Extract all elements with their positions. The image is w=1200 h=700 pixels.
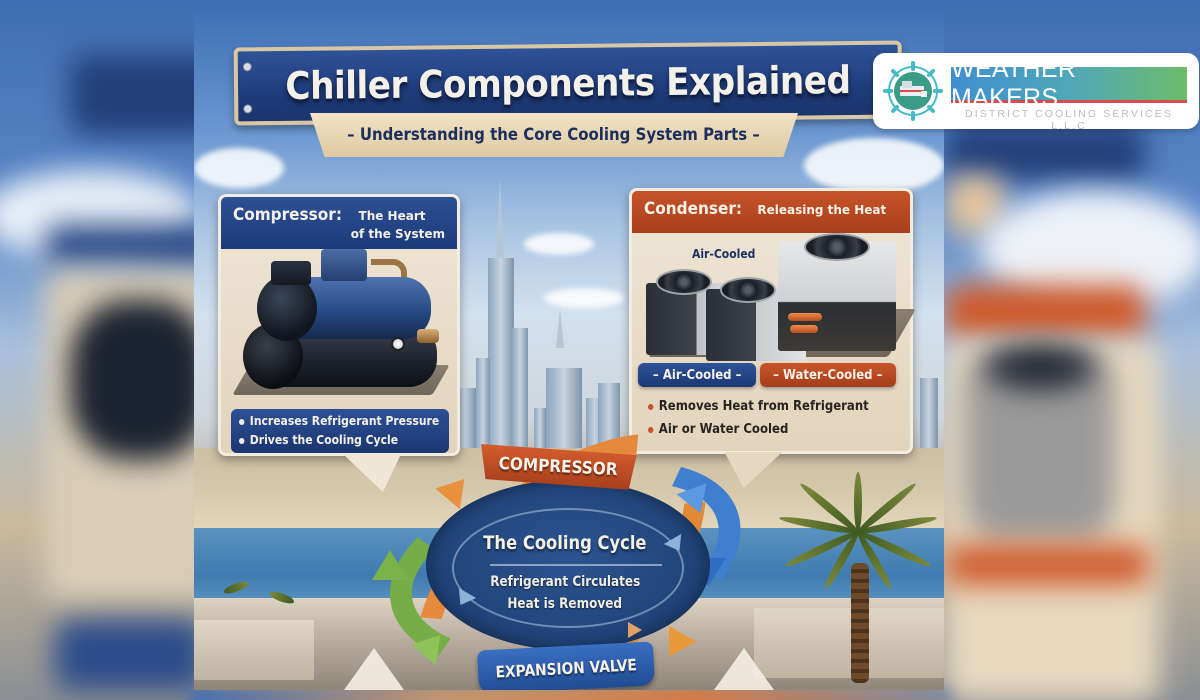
tower xyxy=(512,328,528,478)
gear-chiller-icon xyxy=(883,61,943,121)
bullet-icon xyxy=(239,437,245,444)
cycle-line-2: Heat is Removed xyxy=(507,596,623,612)
cycle-divider xyxy=(490,564,662,566)
inner-ring xyxy=(452,508,684,628)
fan-icon xyxy=(720,277,776,303)
cycle-line-1: Refrigerant Circulates xyxy=(489,574,641,590)
blurred-card-header-right xyxy=(945,285,1145,340)
terminal-box xyxy=(271,261,311,285)
bullet-icon xyxy=(648,403,654,410)
upper-cylinder-cap xyxy=(257,275,317,341)
burj-spire xyxy=(496,178,504,258)
pressure-gauge-icon xyxy=(391,337,405,351)
expansion-valve-stage-banner: EXPANSION VALVE xyxy=(476,641,656,690)
condenser-subheading: Releasing the Heat xyxy=(757,203,887,217)
cycle-title: The Cooling Cycle xyxy=(483,532,647,554)
condenser-heading: Condenser: xyxy=(644,199,743,219)
blurred-bottom-strip xyxy=(190,688,950,700)
bullet-icon xyxy=(648,426,654,433)
fan-icon xyxy=(656,269,712,295)
compressor-card: Compressor: The Heart of the System Incr… xyxy=(218,194,460,456)
subtitle-ribbon: – Understanding the Core Cooling System … xyxy=(310,113,798,157)
logo-wordmark: WEATHER MAKERS xyxy=(951,55,1187,112)
light-ray xyxy=(714,648,774,690)
blurred-pill-right xyxy=(945,545,1150,585)
title-banner: Chiller Components Explained xyxy=(233,40,903,126)
condenser-card: Condenser: Releasing the Heat Air-Cooled… xyxy=(629,188,916,454)
weather-makers-logo[interactable]: WEATHER MAKERS DISTRICT COOLING SERVICES… xyxy=(873,53,1199,132)
compressor-bullets: Increases Refrigerant Pressure Drives th… xyxy=(231,409,449,453)
air-cooled-badge: – Air-Cooled – xyxy=(638,363,756,387)
blurred-fan-right xyxy=(985,345,1095,390)
compressor-heading: Compressor: xyxy=(233,205,342,225)
page-subtitle: – Understanding the Core Cooling System … xyxy=(347,125,761,145)
cloud xyxy=(544,288,624,308)
cloud xyxy=(804,138,944,193)
infographic-poster: Chiller Components Explained – Understan… xyxy=(194,8,944,690)
burj-tower xyxy=(488,258,514,478)
palm-trunk xyxy=(851,563,869,683)
motor-box xyxy=(321,249,367,281)
rivet-icon xyxy=(243,63,251,71)
heat-exchanger-tube xyxy=(790,325,818,333)
compressor-subheading: The Heart xyxy=(358,209,426,223)
cloud xyxy=(194,148,284,188)
list-item: Drives the Cooling Cycle xyxy=(239,431,428,450)
cooling-cycle-diagram: The Cooling Cycle Refrigerant Circulates… xyxy=(365,371,771,690)
villa-building xyxy=(754,608,944,678)
villa-building xyxy=(194,620,314,680)
compressor-subheading-2: of the System xyxy=(350,227,445,241)
fan-icon xyxy=(804,233,870,261)
blurred-bullets-left xyxy=(55,620,205,690)
blurred-compressor-left xyxy=(70,300,210,460)
blurred-title-right xyxy=(945,125,1145,180)
logo-tagline: DISTRICT COOLING SERVICES L.L.C xyxy=(965,108,1173,132)
brass-fitting-icon xyxy=(417,329,439,343)
water-cooled-badge: – Water-Cooled – xyxy=(760,363,896,387)
cloud xyxy=(524,233,594,255)
arrow-icon xyxy=(372,550,408,580)
condenser-bullets: Removes Heat from Refrigerant Air or Wat… xyxy=(648,395,893,441)
rivet-icon xyxy=(244,105,252,113)
page-title: Chiller Components Explained xyxy=(285,58,851,108)
tower-spire xyxy=(556,308,564,348)
compressor-card-header: Compressor: The Heart of the System xyxy=(221,197,457,249)
list-item: Air or Water Cooled xyxy=(648,418,869,441)
bullet-icon xyxy=(239,418,245,425)
list-item: Removes Heat from Refrigerant xyxy=(648,395,869,418)
blurred-card-header-left xyxy=(45,225,215,267)
inner-arrow-icon xyxy=(628,622,642,638)
heat-exchanger-tube xyxy=(788,313,822,321)
logo-name: WEATHER MAKERS xyxy=(951,54,1077,112)
air-cooled-label: Air-Cooled xyxy=(692,247,756,261)
list-item: Increases Refrigerant Pressure xyxy=(239,412,439,431)
light-ray xyxy=(344,648,404,690)
condenser-card-header: Condenser: Releasing the Heat xyxy=(632,191,910,233)
